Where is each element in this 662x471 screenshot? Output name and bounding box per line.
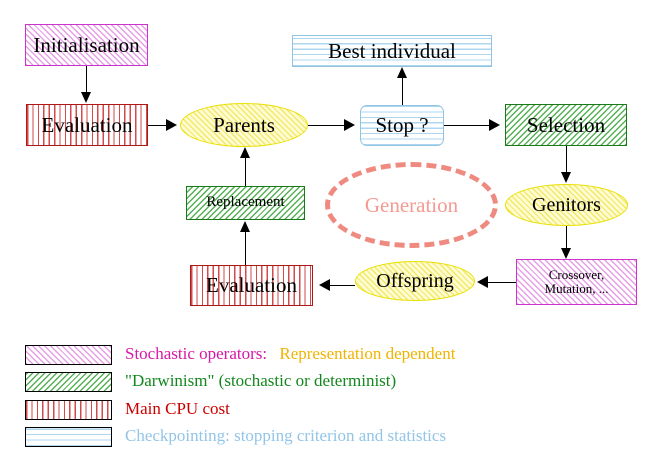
node-selection-label: Selection — [526, 112, 606, 137]
edge-genitors-to-crossover — [566, 226, 567, 250]
legend-swatch-magenta-diagonal-hatch — [25, 345, 112, 365]
arrowhead-offspring-to-evaluation — [319, 279, 330, 291]
node-offspring-label: Offspring — [376, 269, 454, 292]
edge-evaluation-to-replacement — [245, 232, 246, 265]
node-best-individual-label: Best individual — [328, 38, 456, 63]
node-parents[interactable]: Parents — [180, 103, 308, 147]
legend-label-representation-dependent: Representation dependent — [279, 344, 456, 363]
arrowhead-crossover-to-offspring — [477, 276, 488, 288]
arrowhead-parents-to-stop — [344, 119, 355, 131]
node-evaluation-bottom[interactable]: Evaluation — [190, 265, 313, 306]
legend-label-main-cpu-cost: Main CPU cost — [125, 399, 230, 418]
arrowhead-selection-to-genitors — [561, 172, 571, 183]
node-parents-label: Parents — [213, 112, 275, 137]
legend: Stochastic operators: Representation dep… — [0, 338, 662, 458]
edge-selection-to-genitors — [566, 146, 567, 174]
node-selection[interactable]: Selection — [505, 104, 627, 146]
legend-label-darwinism: "Darwinism" (stochastic or determinist) — [125, 371, 397, 390]
legend-text-stochastic-operators: Stochastic operators: Representation dep… — [125, 344, 455, 364]
node-genitors-label: Genitors — [532, 193, 601, 216]
legend-label-checkpointing: Checkpointing: stopping criterion and st… — [125, 426, 447, 445]
node-evaluation-bottom-label: Evaluation — [206, 273, 297, 298]
node-initialisation[interactable]: Initialisation — [25, 24, 148, 66]
edge-offspring-to-evaluation — [330, 285, 355, 286]
node-replacement-label: Replacement — [206, 194, 285, 211]
node-crossover-label-line1: Crossover, — [548, 267, 605, 283]
node-initialisation-label: Initialisation — [33, 32, 140, 57]
node-evaluation-top[interactable]: Evaluation — [26, 104, 148, 146]
node-generation-label: Generation — [364, 192, 459, 217]
arrowhead-replacement-to-parents — [240, 147, 250, 158]
node-stop[interactable]: Stop ? — [360, 105, 444, 146]
arrowhead-stop-to-selection — [489, 119, 500, 131]
edge-initialisation-to-evaluation — [86, 66, 87, 94]
edge-crossover-to-offspring — [488, 282, 516, 283]
legend-label-stochastic-operators: Stochastic operators: — [125, 344, 268, 363]
node-crossover-mutation[interactable]: Crossover, Mutation, ... — [516, 259, 637, 305]
legend-swatch-green-backdiagonal-hatch — [25, 372, 112, 392]
legend-swatch-red-vertical-hatch — [25, 400, 112, 420]
node-best-individual[interactable]: Best individual — [292, 35, 492, 67]
edge-stop-to-best-individual — [402, 77, 403, 105]
arrowhead-genitors-to-crossover — [561, 248, 571, 259]
node-offspring[interactable]: Offspring — [355, 261, 475, 301]
edge-parents-to-stop — [308, 125, 350, 126]
arrowhead-evaluation-to-parents — [166, 119, 177, 131]
edge-evaluation-to-parents — [148, 125, 172, 126]
arrowhead-evaluation-to-replacement — [240, 221, 250, 232]
edge-replacement-to-parents — [245, 158, 246, 186]
legend-swatch-blue-horizontal-hatch — [25, 427, 112, 447]
node-replacement[interactable]: Replacement — [186, 186, 305, 220]
node-stop-label: Stop ? — [375, 113, 429, 138]
node-genitors[interactable]: Genitors — [505, 184, 628, 226]
arrowhead-stop-to-best-individual — [397, 67, 407, 78]
node-evaluation-top-label: Evaluation — [41, 112, 133, 137]
arrowhead-initialisation-to-evaluation — [81, 92, 91, 103]
edge-stop-to-selection — [444, 125, 494, 126]
node-crossover-label-line2: Mutation, ... — [544, 281, 609, 296]
node-generation-cycle: Generation — [325, 162, 498, 248]
